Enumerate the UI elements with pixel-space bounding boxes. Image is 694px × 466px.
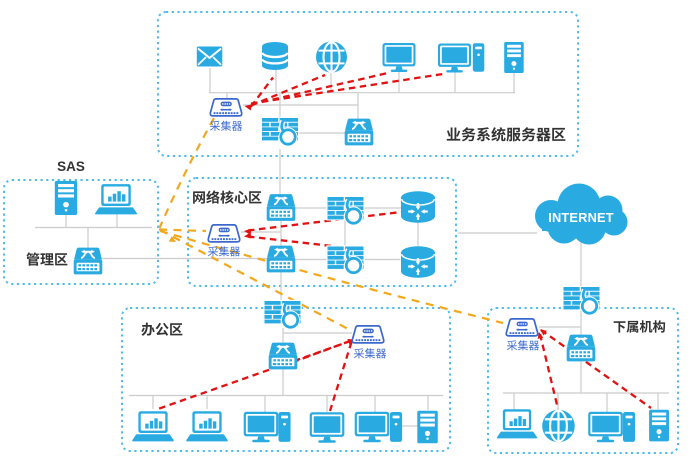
svg-text:INTERNET: INTERNET [548,210,614,225]
svg-text:SAS: SAS [57,159,85,174]
